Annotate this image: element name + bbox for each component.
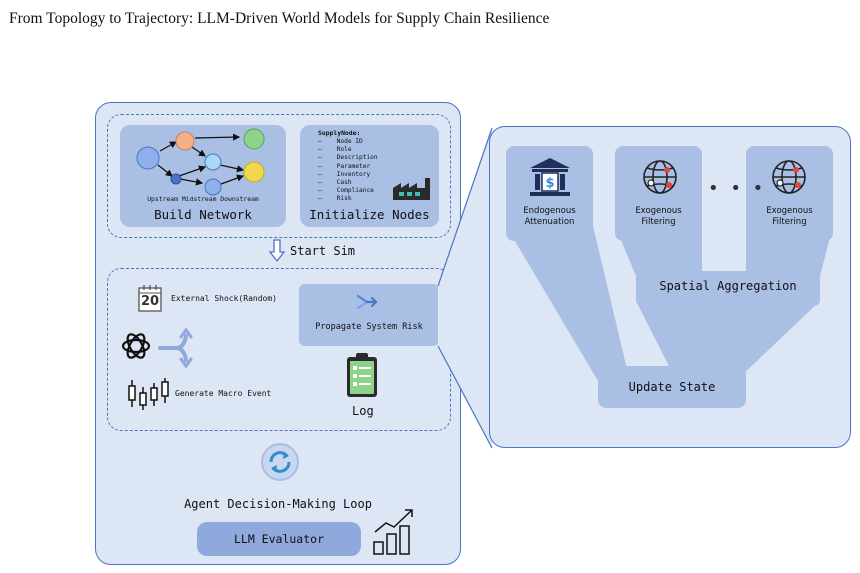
agent-loop-title: Agent Decision-Making Loop [184,497,372,511]
start-sim-label: Start Sim [290,244,356,258]
initialize-nodes-box [300,125,439,227]
globe-network-icon [772,160,806,194]
spark-arrows-icon [356,294,378,310]
log-label: Log [352,404,374,418]
field-description: – Description [318,154,378,162]
exogenous-label-2: Exogenous Filtering [766,206,813,227]
svg-text:$: $ [545,176,554,191]
openai-logo-icon [121,333,151,359]
endogenous-label: Endogenous Attenuation [523,206,576,227]
build-network-title: Build Network [154,207,252,222]
initialize-nodes-title: Initialize Nodes [309,207,430,222]
aggregation-funnel [506,146,833,408]
bank-icon: $ [530,158,570,196]
field-risk: – Risk [318,195,352,203]
calendar-icon [138,285,162,312]
bar-growth-icon [373,509,413,555]
paper-title: From Topology to Trajectory: LLM-Driven … [9,10,550,27]
calendar-day: 20 [141,294,160,309]
generate-macro-event-label: Generate Macro Event [175,389,272,398]
field-inventory: – Inventory [318,170,371,178]
propagate-risk-label: Propagate System Risk [315,322,423,332]
supplynode-header: SupplyNode: [318,129,361,137]
field-compliance: – Compliance [318,187,374,195]
field-cash: – Cash [318,179,352,187]
candlestick-icon [128,378,169,410]
build-network-caption: Upstream Midstream Downstream [147,195,259,203]
supplynode-fields: – Node ID – Role – Description – Paramet… [318,138,378,204]
field-node-id: – Node ID [318,138,363,145]
spatial-aggregation-label: Spatial Aggregation [659,279,797,293]
update-state-label: Update State [628,380,716,394]
external-shock-label: External Shock(Random) [171,294,277,303]
network-section [107,114,451,238]
clipboard-log-icon [347,353,377,397]
globe-network-icon [643,160,677,194]
factory-icon [393,178,430,200]
llm-evaluator-label: LLM Evaluator [233,532,324,546]
field-parameter: – Parameter [318,162,371,170]
zoom-connector [437,127,493,449]
ellipsis: • • • [708,178,767,199]
merge-arrows-icon [158,328,193,368]
llm-evaluator-box [197,522,361,556]
exogenous-label-1: Exogenous Filtering [635,206,682,227]
propagate-risk-box [299,284,439,346]
network-graph [136,128,265,196]
field-role: – Role [318,146,352,154]
down-arrow-icon [268,239,286,263]
refresh-icon [261,443,299,481]
